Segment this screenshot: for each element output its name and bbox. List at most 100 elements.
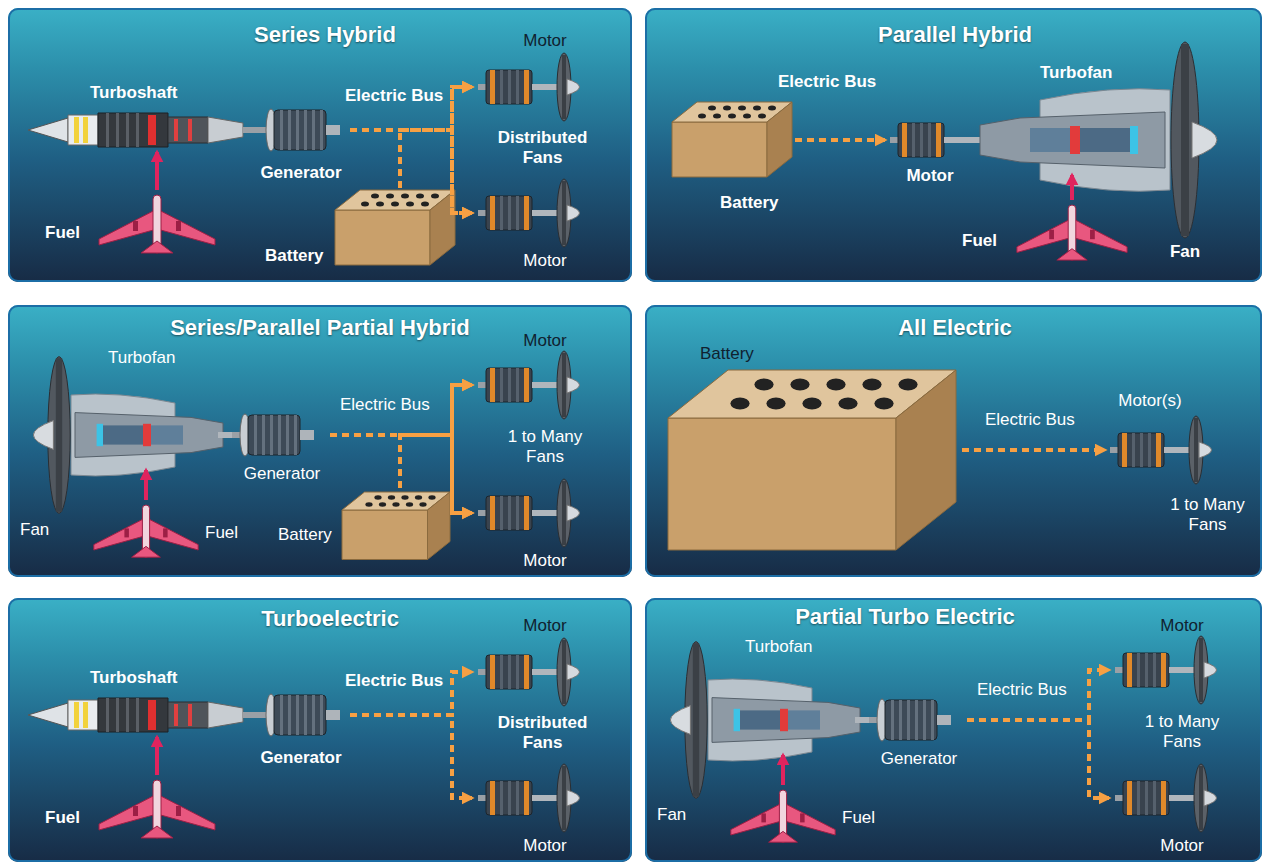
motor-fan xyxy=(478,479,580,547)
component-node: Fuel xyxy=(40,775,220,847)
electric-bus-line xyxy=(350,130,472,213)
electric-bus-line xyxy=(350,715,472,798)
turboshaft-engine xyxy=(28,113,263,147)
component-node: Turbofan xyxy=(975,59,1245,175)
component-node: Motor xyxy=(1109,759,1237,859)
motor-fan xyxy=(478,179,580,247)
fuel-arrow xyxy=(781,755,785,785)
component-node: Fuel xyxy=(85,500,245,567)
panel-ground xyxy=(645,8,1262,282)
component-label: Battery xyxy=(278,524,332,545)
component-label: Motor xyxy=(1160,615,1203,636)
component-label: Battery xyxy=(700,343,754,364)
component-node: Motor xyxy=(1109,612,1237,707)
component-label: Turbofan xyxy=(108,347,175,368)
annotation-label: Fan xyxy=(657,805,686,825)
panel-title: Series/Parallel Partial Hybrid xyxy=(170,315,470,341)
component-label: Motor xyxy=(906,165,953,186)
motor-fan xyxy=(478,638,580,706)
annotation-label: 1 to Many Fans xyxy=(490,427,600,467)
aircraft-icon xyxy=(99,195,215,253)
component-node: Turbofan xyxy=(649,630,865,755)
component-node: Generator xyxy=(252,685,350,773)
annotation-label: Electric Bus xyxy=(977,680,1067,700)
aircraft-icon xyxy=(94,505,198,557)
component-label: Battery xyxy=(265,245,324,266)
component-label: Motor xyxy=(523,30,566,51)
component-label: Turboshaft xyxy=(90,82,178,103)
panel-title: Series Hybrid xyxy=(254,22,396,48)
battery-symbol xyxy=(335,190,455,265)
motor-fan xyxy=(1115,764,1217,832)
component-label: Fuel xyxy=(842,807,875,828)
turboshaft-engine xyxy=(28,698,263,732)
motor-fan xyxy=(478,351,580,419)
component-node: Motor xyxy=(472,612,600,710)
annotation-label: Fan xyxy=(20,520,49,540)
system-panel: All ElectricBatteryMotor(s) xyxy=(645,305,1262,577)
component-label: Motor xyxy=(523,330,566,351)
component-label: Generator xyxy=(260,162,341,183)
component-node: Generator xyxy=(252,100,350,188)
aircraft-icon xyxy=(731,790,835,842)
panel-ground xyxy=(8,8,632,282)
electric-bus-line xyxy=(400,130,472,213)
component-node: Motor xyxy=(885,100,980,190)
component-label: Fuel xyxy=(45,807,80,828)
annotation-label: Electric Bus xyxy=(778,72,876,92)
generator-symbol xyxy=(258,109,340,151)
annotation-label: Electric Bus xyxy=(340,395,430,415)
annotation-label: Electric Bus xyxy=(345,86,443,106)
fuel-arrow xyxy=(144,470,148,500)
component-node: Battery xyxy=(272,488,454,565)
turbofan-engine xyxy=(980,42,1217,238)
turbofan-engine xyxy=(670,642,860,799)
fuel-arrow xyxy=(155,152,159,190)
motor-fan xyxy=(1115,636,1217,704)
electric-bus-line xyxy=(967,720,1109,798)
electric-bus-line xyxy=(400,435,472,513)
component-node: Fuel xyxy=(40,190,220,262)
annotation-label: 1 to Many Fans xyxy=(1160,495,1255,535)
component-node: Fuel xyxy=(955,200,1133,268)
component-node: Turboshaft xyxy=(25,663,250,737)
annotation-label: Distributed Fans xyxy=(485,128,600,168)
component-node: Turbofan xyxy=(12,344,228,470)
aircraft-icon xyxy=(99,780,215,838)
component-label: Fuel xyxy=(962,230,997,251)
electric-bus-line xyxy=(967,670,1109,720)
component-node: Generator xyxy=(235,405,330,487)
component-label: Turbofan xyxy=(745,636,812,657)
component-node: Motor xyxy=(472,760,600,859)
battery-symbol xyxy=(672,102,792,177)
motor-symbol xyxy=(890,123,970,157)
component-label: Turboshaft xyxy=(90,667,178,688)
electric-bus-line xyxy=(795,138,885,142)
component-node: Battery xyxy=(665,98,795,218)
component-label: Battery xyxy=(720,192,779,213)
panel-ground xyxy=(645,305,1262,577)
electric-bus-line xyxy=(962,448,1105,452)
component-node: Motor xyxy=(472,327,600,422)
motor-fan xyxy=(478,764,580,832)
panel-title: Turboelectric xyxy=(261,606,399,632)
annotation-label: Electric Bus xyxy=(985,410,1075,430)
motor-fan xyxy=(1110,416,1212,484)
component-label: Motor(s) xyxy=(1118,390,1181,411)
annotation-label: 1 to Many Fans xyxy=(1127,712,1237,752)
component-label: Motor xyxy=(523,615,566,636)
component-node: Motor(s) xyxy=(1105,385,1235,488)
aircraft-icon xyxy=(1017,205,1127,260)
annotation-label: Electric Bus xyxy=(345,671,443,691)
annotation-label: Fan xyxy=(1170,242,1200,262)
component-node: Motor xyxy=(472,27,600,125)
panel-title: Parallel Hybrid xyxy=(878,22,1032,48)
panel-ground xyxy=(8,598,632,862)
component-label: Generator xyxy=(244,463,321,484)
battery-symbol xyxy=(342,492,450,560)
generator-symbol xyxy=(869,699,951,741)
fuel-arrow xyxy=(1070,175,1074,200)
